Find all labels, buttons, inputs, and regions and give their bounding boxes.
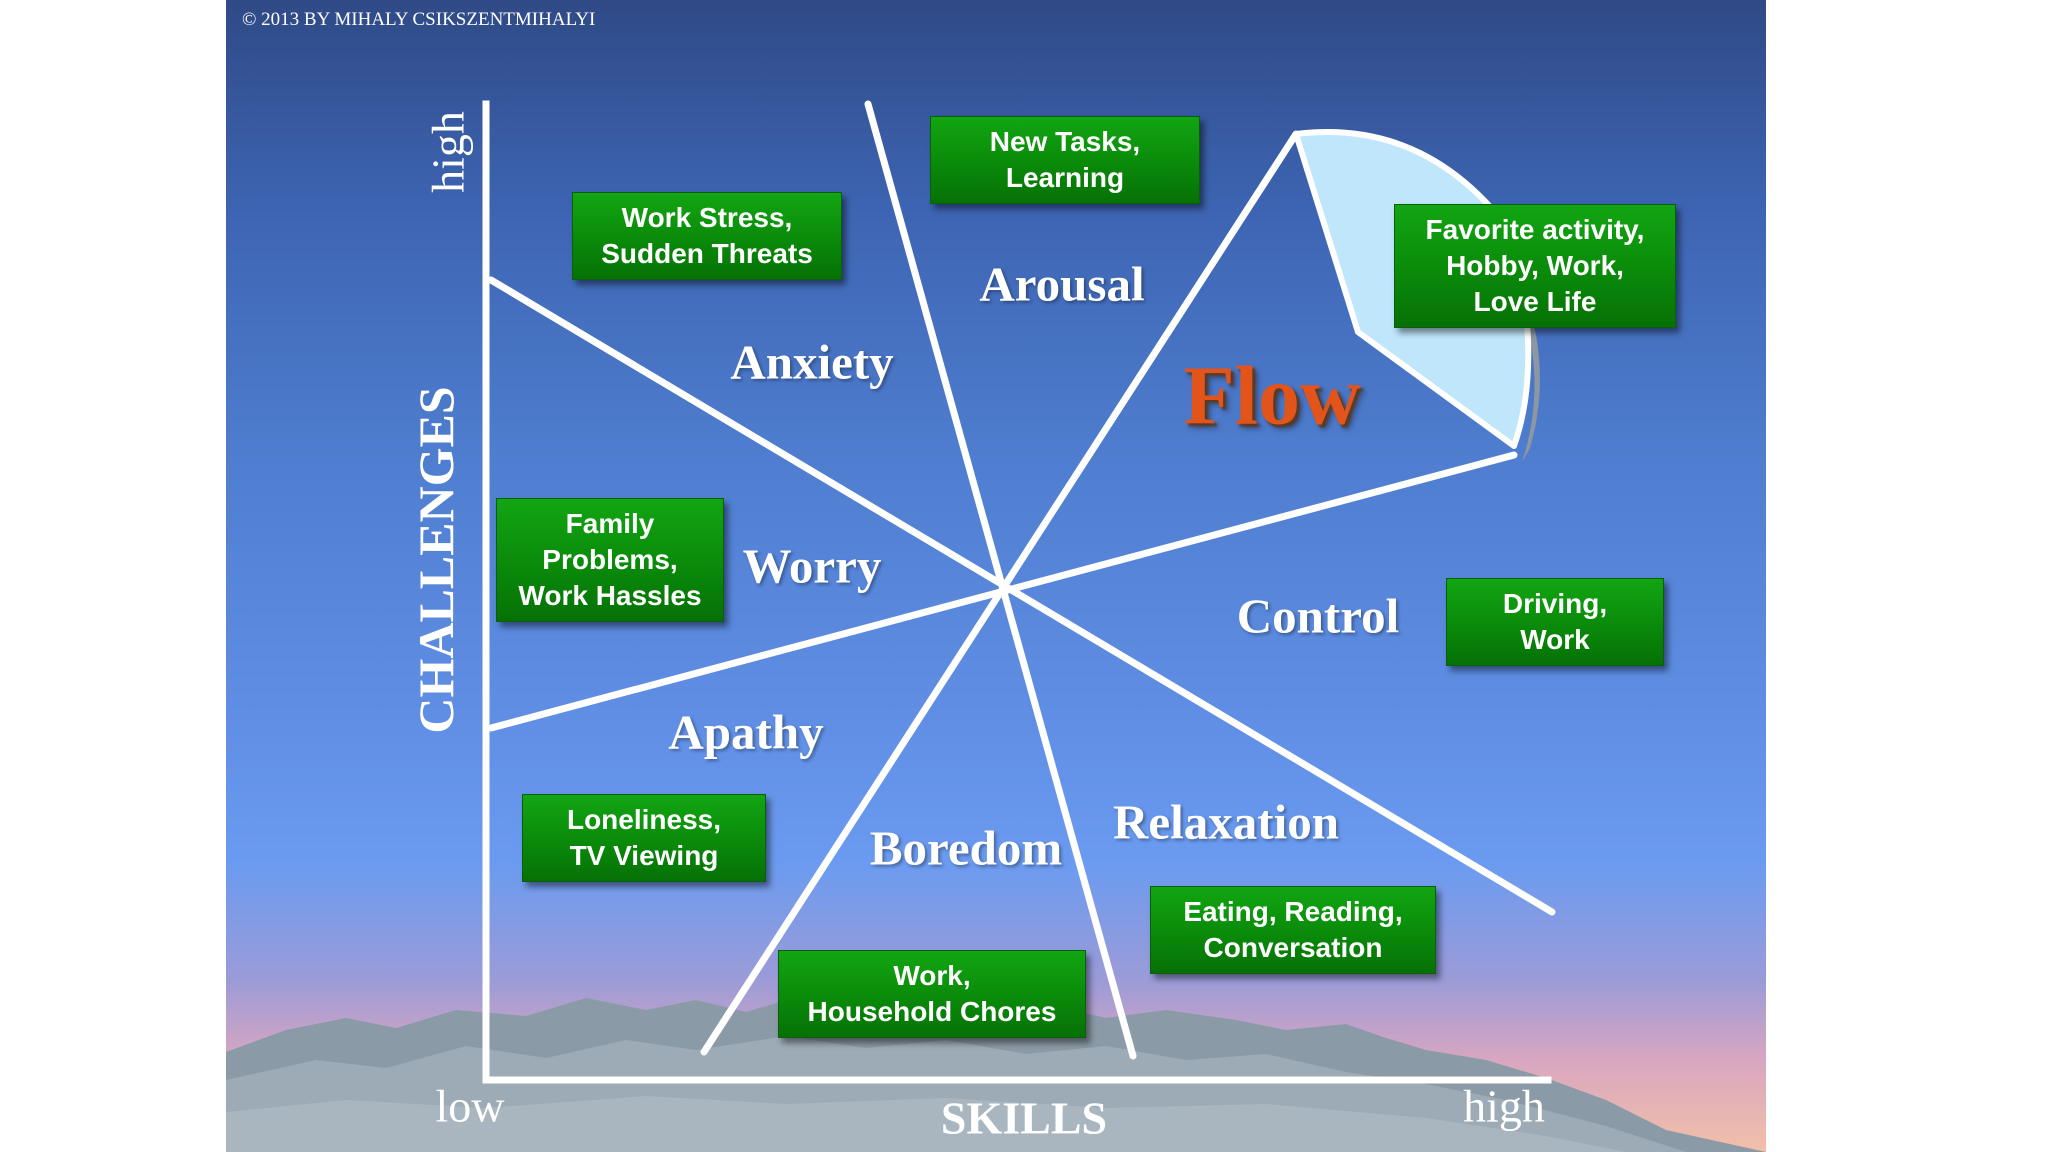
activity-box-new-tasks: New Tasks, Learning	[930, 116, 1200, 204]
zone-relaxation: Relaxation	[1113, 794, 1339, 850]
x-axis-title: SKILLS	[940, 1092, 1108, 1144]
zone-apathy: Apathy	[668, 704, 824, 760]
x-axis-low-label: low	[435, 1080, 505, 1132]
zone-dividers	[487, 100, 1556, 1060]
y-axis-high-label: high	[422, 111, 474, 193]
zone-anxiety: Anxiety	[730, 334, 894, 390]
zone-flow: Flow	[1183, 349, 1361, 443]
zone-arousal: Arousal	[979, 256, 1145, 312]
mountain-range	[226, 996, 1766, 1152]
activity-box-work-stress: Work Stress, Sudden Threats	[572, 192, 842, 280]
zone-boredom: Boredom	[869, 820, 1063, 876]
x-axis-high-label: high	[1463, 1080, 1545, 1132]
activity-box-favorite-activity: Favorite activity, Hobby, Work, Love Lif…	[1394, 204, 1676, 328]
y-axis-title: CHALLENGES	[408, 386, 464, 734]
activity-box-driving-work: Driving, Work	[1446, 578, 1664, 666]
activity-box-loneliness: Loneliness, TV Viewing	[522, 794, 766, 882]
axes	[482, 100, 1552, 1084]
activity-box-household-chores: Work, Household Chores	[778, 950, 1086, 1038]
activity-box-family-problems: Family Problems, Work Hassles	[496, 498, 724, 622]
copyright-notice: © 2013 BY MIHALY CSIKSZENTMIHALYI	[242, 9, 596, 30]
activity-box-eating-reading: Eating, Reading, Conversation	[1150, 886, 1436, 974]
flow-model-slide: © 2013 BY MIHALY CSIKSZENTMIHALYI high C…	[226, 0, 1766, 1152]
zone-worry: Worry	[742, 538, 882, 594]
zone-control: Control	[1236, 588, 1400, 644]
